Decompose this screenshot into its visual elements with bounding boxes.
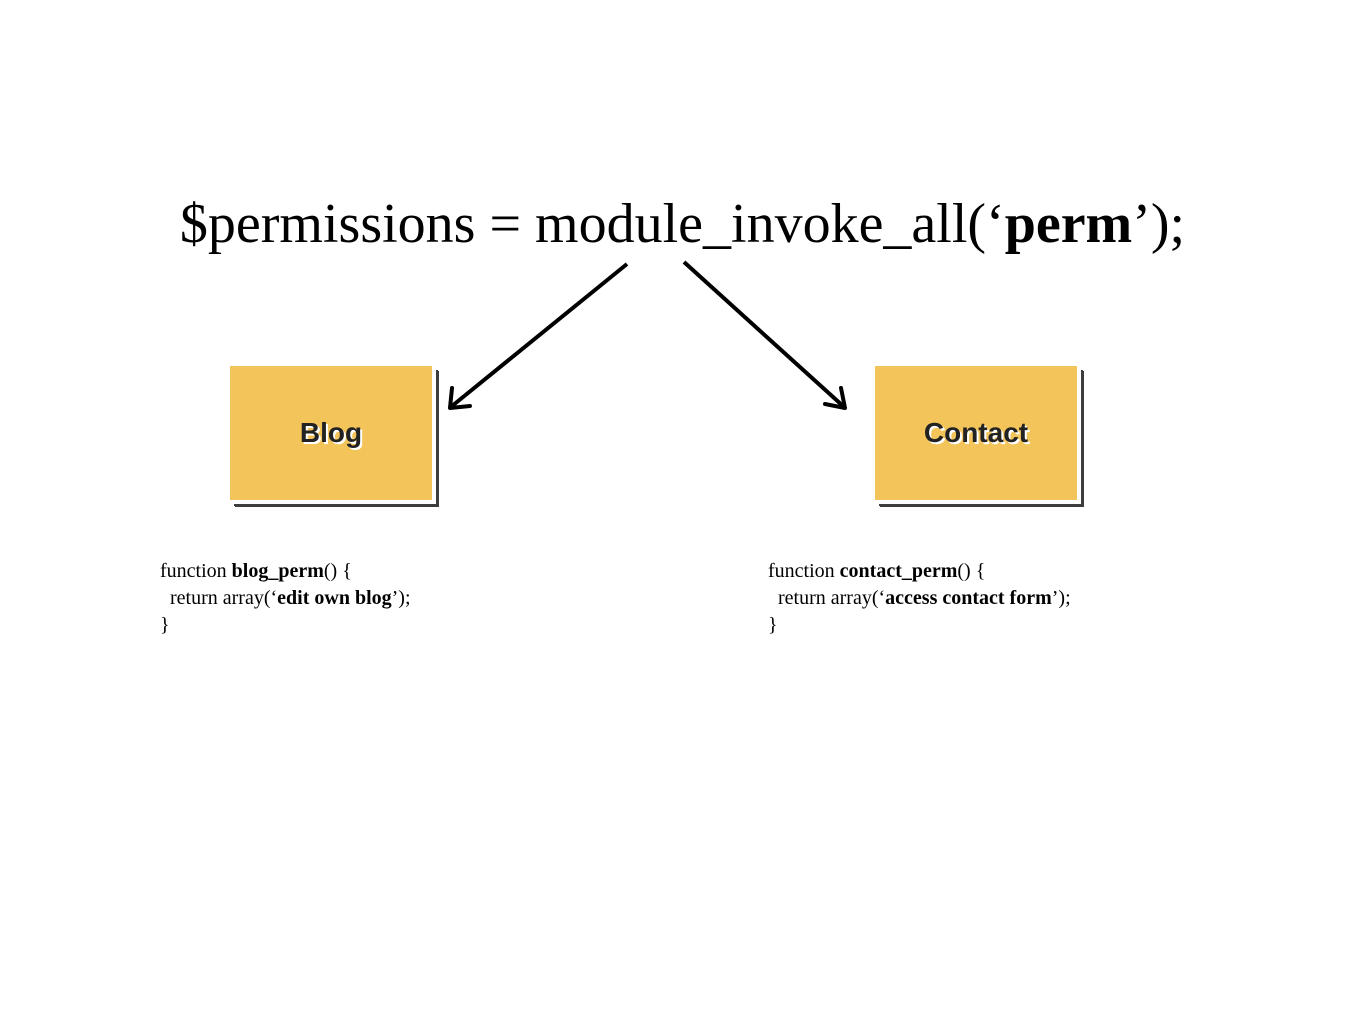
contact-code-keyword: function <box>768 560 840 582</box>
blog-code-line-3: } <box>160 614 170 636</box>
blog-code-keyword: function <box>160 560 232 582</box>
contact-perm-code: function contact_perm() { return array(‘… <box>768 558 1071 639</box>
blog-module-label: Blog <box>299 417 363 448</box>
headline-suffix: ’); <box>1132 193 1186 255</box>
blog-perm-code: function blog_perm() { return array(‘edi… <box>160 558 411 639</box>
contact-module-box: Contact <box>873 364 1077 500</box>
contact-code-return: return array(‘ <box>768 587 886 609</box>
contact-code-return-end: ’); <box>1051 587 1071 609</box>
contact-permission-string: access contact form <box>885 587 1052 609</box>
blog-code-signature-end: () { <box>323 560 352 582</box>
headline-prefix: $permissions = module_invoke_all(‘ <box>179 193 1005 255</box>
blog-function-name: blog_perm <box>231 560 324 582</box>
blog-code-return: return array(‘ <box>160 587 278 609</box>
contact-code-line-2: return array(‘access contact form’); <box>768 585 1071 612</box>
blog-module-box: Blog <box>228 364 432 500</box>
arrowhead-blog <box>448 386 472 410</box>
contact-code-signature-end: () { <box>957 560 986 582</box>
headline-code: $permissions = module_invoke_all(‘perm’)… <box>0 192 1365 256</box>
arrow-to-blog <box>450 262 629 408</box>
contact-code-line-1: function contact_perm() { <box>768 558 1071 585</box>
blog-code-return-end: ’); <box>391 587 411 609</box>
headline-hook-name: perm <box>1004 193 1133 255</box>
contact-code-line-3: } <box>768 614 778 636</box>
blog-code-line-1: function blog_perm() { <box>160 558 411 585</box>
arrowhead-contact <box>823 386 847 410</box>
blog-permission-string: edit own blog <box>277 587 392 609</box>
blog-code-line-2: return array(‘edit own blog’); <box>160 585 411 612</box>
arrow-to-contact <box>682 260 845 408</box>
contact-module-label: Contact <box>923 417 1029 448</box>
contact-function-name: contact_perm <box>839 560 958 582</box>
